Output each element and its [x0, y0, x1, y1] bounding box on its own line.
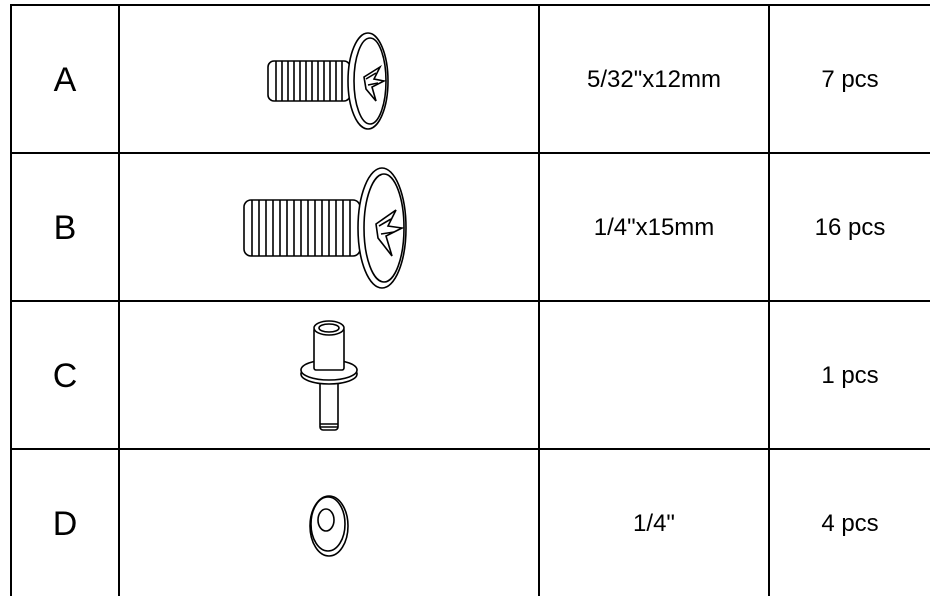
part-quantity: 1 pcs: [821, 362, 879, 389]
row-divider: [10, 300, 930, 302]
part-letter: B: [53, 208, 77, 247]
table-border-top: [10, 4, 930, 6]
part-size: [540, 302, 768, 450]
part-size: 1/4": [633, 510, 675, 537]
part-size: 5/32"x12mm: [587, 66, 721, 93]
part-image: [120, 302, 538, 450]
table-row: C 1 pcs: [0, 302, 930, 450]
shelf-pin-icon: [300, 320, 358, 431]
washer-icon: [309, 495, 349, 557]
table-row: A 5/32"x12mm 7 pcs: [0, 6, 930, 154]
table-row: D 1/4" 4 pcs: [0, 450, 930, 598]
part-quantity: 7 pcs: [821, 66, 879, 93]
row-divider: [10, 448, 930, 450]
part-letter: C: [52, 356, 78, 395]
part-quantity: 4 pcs: [821, 510, 879, 537]
table-row: B 1/4"x15mm 16 pcs: [0, 154, 930, 302]
part-size: 1/4"x15mm: [593, 214, 715, 241]
part-image: [120, 450, 538, 598]
large-screw-icon: [243, 167, 407, 289]
row-divider: [10, 152, 930, 154]
part-letter: D: [52, 504, 78, 543]
part-quantity: 16 pcs: [814, 214, 886, 241]
part-letter: A: [53, 60, 77, 99]
small-screw-icon: [267, 32, 389, 130]
part-image: [120, 154, 538, 302]
part-image: [120, 6, 538, 154]
